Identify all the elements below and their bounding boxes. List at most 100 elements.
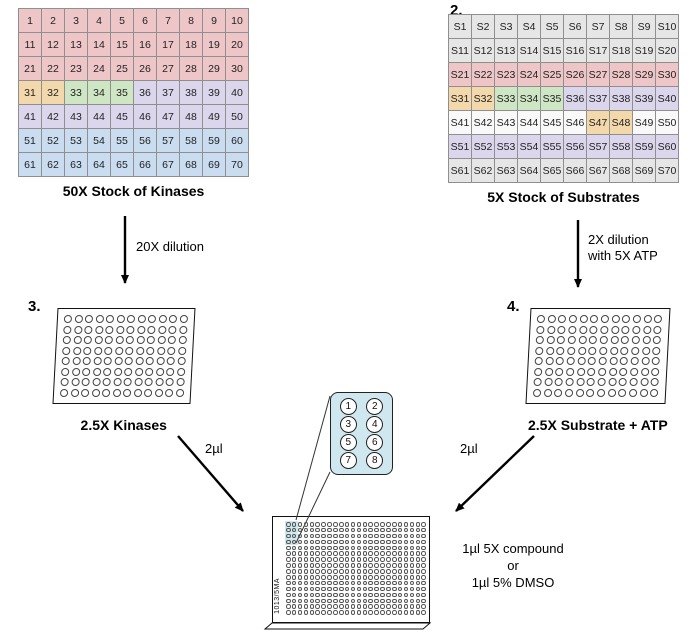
well: [632, 325, 641, 334]
well: [386, 592, 391, 598]
well: [102, 378, 111, 386]
well: [642, 325, 652, 334]
well: [421, 575, 426, 580]
well: [309, 522, 315, 527]
well: [380, 539, 385, 545]
well: [555, 367, 564, 376]
well: [397, 527, 403, 533]
well: [421, 580, 426, 586]
well: [362, 527, 368, 533]
well: [576, 378, 585, 386]
well: [315, 539, 320, 545]
well: [575, 388, 584, 397]
stock-cell: 38: [179, 80, 203, 105]
stock-cell: 56: [133, 128, 157, 153]
well: [380, 533, 385, 539]
well: [105, 325, 114, 334]
well: [126, 325, 135, 334]
well: [105, 315, 115, 323]
well: [421, 551, 426, 556]
inset-well-7: 7: [339, 452, 357, 470]
well: [397, 592, 403, 598]
well: [84, 325, 93, 334]
well: [368, 604, 373, 609]
well: [333, 604, 338, 609]
well: [62, 336, 72, 344]
well: [397, 569, 403, 574]
well: [368, 586, 373, 592]
well: [315, 551, 320, 556]
well: [356, 586, 362, 592]
substrate-plate-wells: [532, 315, 663, 397]
stock-cell: 36: [133, 80, 157, 105]
stock-cell: S3: [494, 14, 518, 39]
well: [628, 388, 638, 397]
well: [368, 610, 373, 615]
inset-well-6: 6: [366, 434, 384, 452]
well: [409, 545, 415, 551]
well: [409, 569, 415, 574]
stock-cell: S58: [609, 134, 633, 159]
well: [291, 569, 297, 574]
well: [303, 539, 309, 545]
stock-cell: S14: [517, 38, 541, 63]
stock-cell: S18: [609, 38, 633, 63]
well: [327, 592, 332, 598]
well: [339, 586, 344, 592]
well: [641, 346, 651, 355]
stock-cell: 44: [87, 104, 111, 129]
well: [291, 586, 297, 592]
well: [339, 557, 344, 562]
well: [333, 610, 338, 615]
stock-cell: S48: [609, 110, 633, 135]
well: [333, 592, 338, 598]
well: [587, 357, 597, 365]
well: [564, 388, 574, 397]
well: [652, 346, 661, 355]
well: [303, 586, 309, 592]
stock-cell: 67: [156, 152, 180, 177]
well: [309, 610, 315, 615]
well: [321, 527, 326, 533]
stock-cell: 39: [202, 80, 226, 105]
well: [344, 539, 350, 545]
stock-cell: 40: [225, 80, 249, 105]
well: [403, 580, 409, 586]
well: [608, 378, 617, 386]
well: [356, 539, 362, 545]
well: [565, 367, 575, 376]
substrate-96well-plate: [525, 308, 671, 404]
well: [291, 522, 297, 527]
well: [653, 325, 663, 334]
stock-cell: 13: [64, 32, 88, 57]
well: [93, 346, 102, 355]
well: [386, 563, 391, 568]
well: [544, 378, 553, 386]
well: [344, 575, 350, 580]
well: [350, 598, 356, 604]
well: [339, 592, 344, 598]
well: [356, 598, 362, 604]
well: [642, 336, 651, 344]
well: [333, 586, 338, 592]
well: [368, 575, 373, 580]
well: [415, 545, 421, 551]
stock-cell: S43: [494, 110, 518, 135]
stock-cell: S54: [517, 134, 541, 159]
well: [73, 325, 83, 334]
well: [374, 522, 379, 527]
well: [403, 569, 409, 574]
right-dilution-line2: with 5X ATP: [588, 248, 658, 263]
well: [534, 357, 543, 365]
well: [136, 336, 145, 344]
well: [397, 557, 403, 562]
well: [421, 586, 426, 592]
well: [415, 527, 421, 533]
well: [415, 604, 421, 609]
well: [600, 325, 609, 334]
well: [339, 545, 344, 551]
well: [286, 580, 291, 586]
well: [309, 551, 315, 556]
stock-cell: S32: [471, 86, 495, 111]
stock-cell: 8: [179, 8, 203, 33]
